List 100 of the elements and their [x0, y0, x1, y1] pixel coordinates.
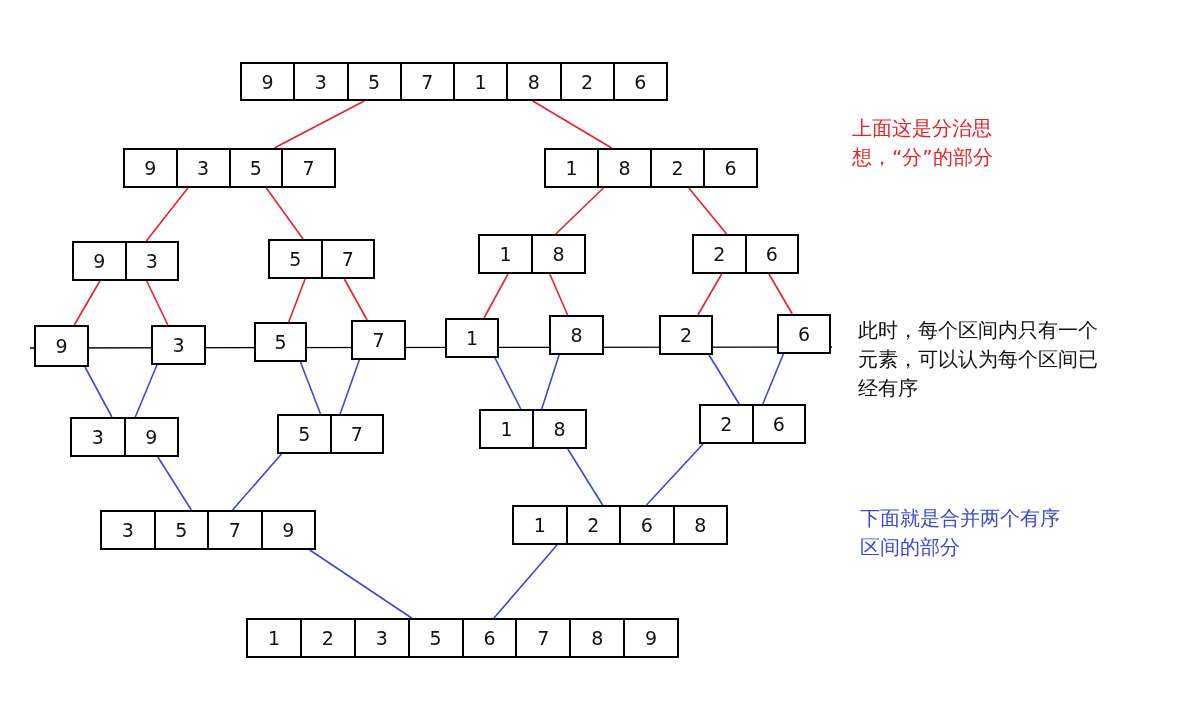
array-cell: 3: [175, 150, 229, 186]
array-cell-text: 2: [678, 323, 694, 348]
connector-line: [231, 453, 283, 511]
connector-line: [265, 187, 304, 240]
array-box: [254, 322, 307, 362]
array-box: [34, 325, 89, 367]
connector-line: [483, 273, 509, 319]
array-box: [246, 618, 679, 658]
array-box: [240, 62, 668, 101]
array-cell-text: 5: [273, 330, 288, 355]
array-box: [659, 315, 713, 355]
array-cell: 2: [650, 150, 703, 186]
array-cell: 5: [153, 512, 207, 548]
connector-line: [273, 100, 365, 149]
array-cell: 7: [320, 241, 373, 277]
array-cell-text: 8: [569, 323, 584, 348]
array-cell: 8: [532, 411, 585, 447]
connector-line: [157, 456, 193, 511]
array-cell: 8: [531, 236, 584, 272]
array-cell: 5: [228, 150, 282, 186]
array-cell: 7: [281, 150, 334, 186]
connector-line: [494, 357, 522, 410]
array-box: [123, 148, 336, 188]
array-cell: 6: [751, 406, 804, 442]
array-box: [777, 314, 831, 354]
array-cell-text: 1: [464, 326, 480, 351]
connector-line: [343, 278, 368, 321]
array-cell: 1: [453, 64, 507, 99]
array-cell: 6: [612, 64, 666, 99]
array-cell: 7: [515, 620, 570, 656]
array-cell-text: 1: [532, 513, 547, 538]
array-cell-text: 3: [90, 425, 105, 450]
array-cell-text: 9: [260, 69, 275, 95]
annotation-note: 此时，每个区间内只有一个元素，可以认为每个区间已经有序: [858, 317, 1099, 402]
array-box: [692, 234, 799, 274]
array-cell-text: 1: [266, 626, 281, 651]
connector-line: [645, 443, 704, 506]
array-cell: 7: [329, 416, 382, 452]
connector-line: [768, 273, 794, 315]
array-cell: 6: [461, 620, 516, 656]
array-cell-text: 2: [712, 242, 727, 267]
annotation-note: 上面这是分治思想，“分”的部分: [852, 115, 994, 171]
array-cell: 3: [353, 620, 408, 656]
array-cell: 8: [597, 150, 650, 186]
array-box: [699, 404, 806, 444]
array-box: [351, 320, 406, 360]
array-cell: 6: [703, 150, 756, 186]
connector-line: [532, 100, 613, 149]
connector-line: [567, 448, 604, 506]
array-cell: 3: [124, 243, 177, 279]
array-cell-text: 9: [143, 156, 158, 181]
connector-line: [309, 549, 413, 619]
array-cell: 2: [559, 64, 613, 99]
array-cell-text: 5: [288, 247, 303, 272]
array-cell: 2: [299, 620, 354, 656]
array-box: [72, 241, 179, 281]
array-box: [544, 148, 758, 188]
array-box: [478, 234, 586, 274]
annotation-note: 下面就是合并两个有序区间的部分: [860, 505, 1060, 561]
array-box: [277, 414, 384, 454]
array-box: [70, 417, 179, 457]
array-cell: 6: [744, 236, 797, 272]
array-cell-text: 1: [498, 242, 513, 267]
array-cell: 5: [346, 64, 400, 99]
connector-line: [540, 354, 560, 410]
array-cell-text: 3: [171, 333, 186, 358]
array-cell: 3: [293, 64, 347, 99]
array-cell-text: 1: [499, 417, 514, 442]
array-cell: 9: [623, 620, 677, 656]
array-cell: 2: [565, 507, 619, 543]
connector-line: [549, 273, 569, 316]
connector-line: [708, 354, 740, 405]
array-box: [268, 239, 375, 279]
connector-line: [73, 280, 101, 326]
array-cell: 7: [399, 64, 453, 99]
array-cell: 8: [672, 507, 726, 543]
connector-line: [493, 544, 558, 619]
array-cell: 7: [207, 512, 261, 548]
array-box: [151, 325, 206, 365]
connector-line: [697, 273, 723, 316]
array-cell-text: 9: [54, 334, 69, 359]
array-cell-text: 6: [796, 322, 812, 347]
array-cell: 8: [506, 64, 560, 99]
array-cell-text: 9: [92, 249, 107, 274]
connector-line: [762, 353, 785, 405]
connector-line: [84, 366, 113, 418]
array-cell-text: 1: [564, 156, 579, 181]
array-box: [549, 315, 604, 355]
array-cell: 6: [619, 507, 673, 543]
connector-line: [287, 278, 306, 323]
array-box: [445, 318, 499, 358]
array-cell: 8: [569, 620, 624, 656]
array-box: [512, 505, 728, 545]
array-cell-text: 7: [371, 328, 386, 353]
connector-line: [145, 280, 169, 326]
array-cell-text: 2: [719, 412, 734, 437]
array-cell-text: 5: [297, 422, 312, 447]
array-cell-text: 3: [120, 518, 135, 543]
array-cell: 9: [260, 512, 314, 548]
connector-line: [555, 187, 605, 235]
